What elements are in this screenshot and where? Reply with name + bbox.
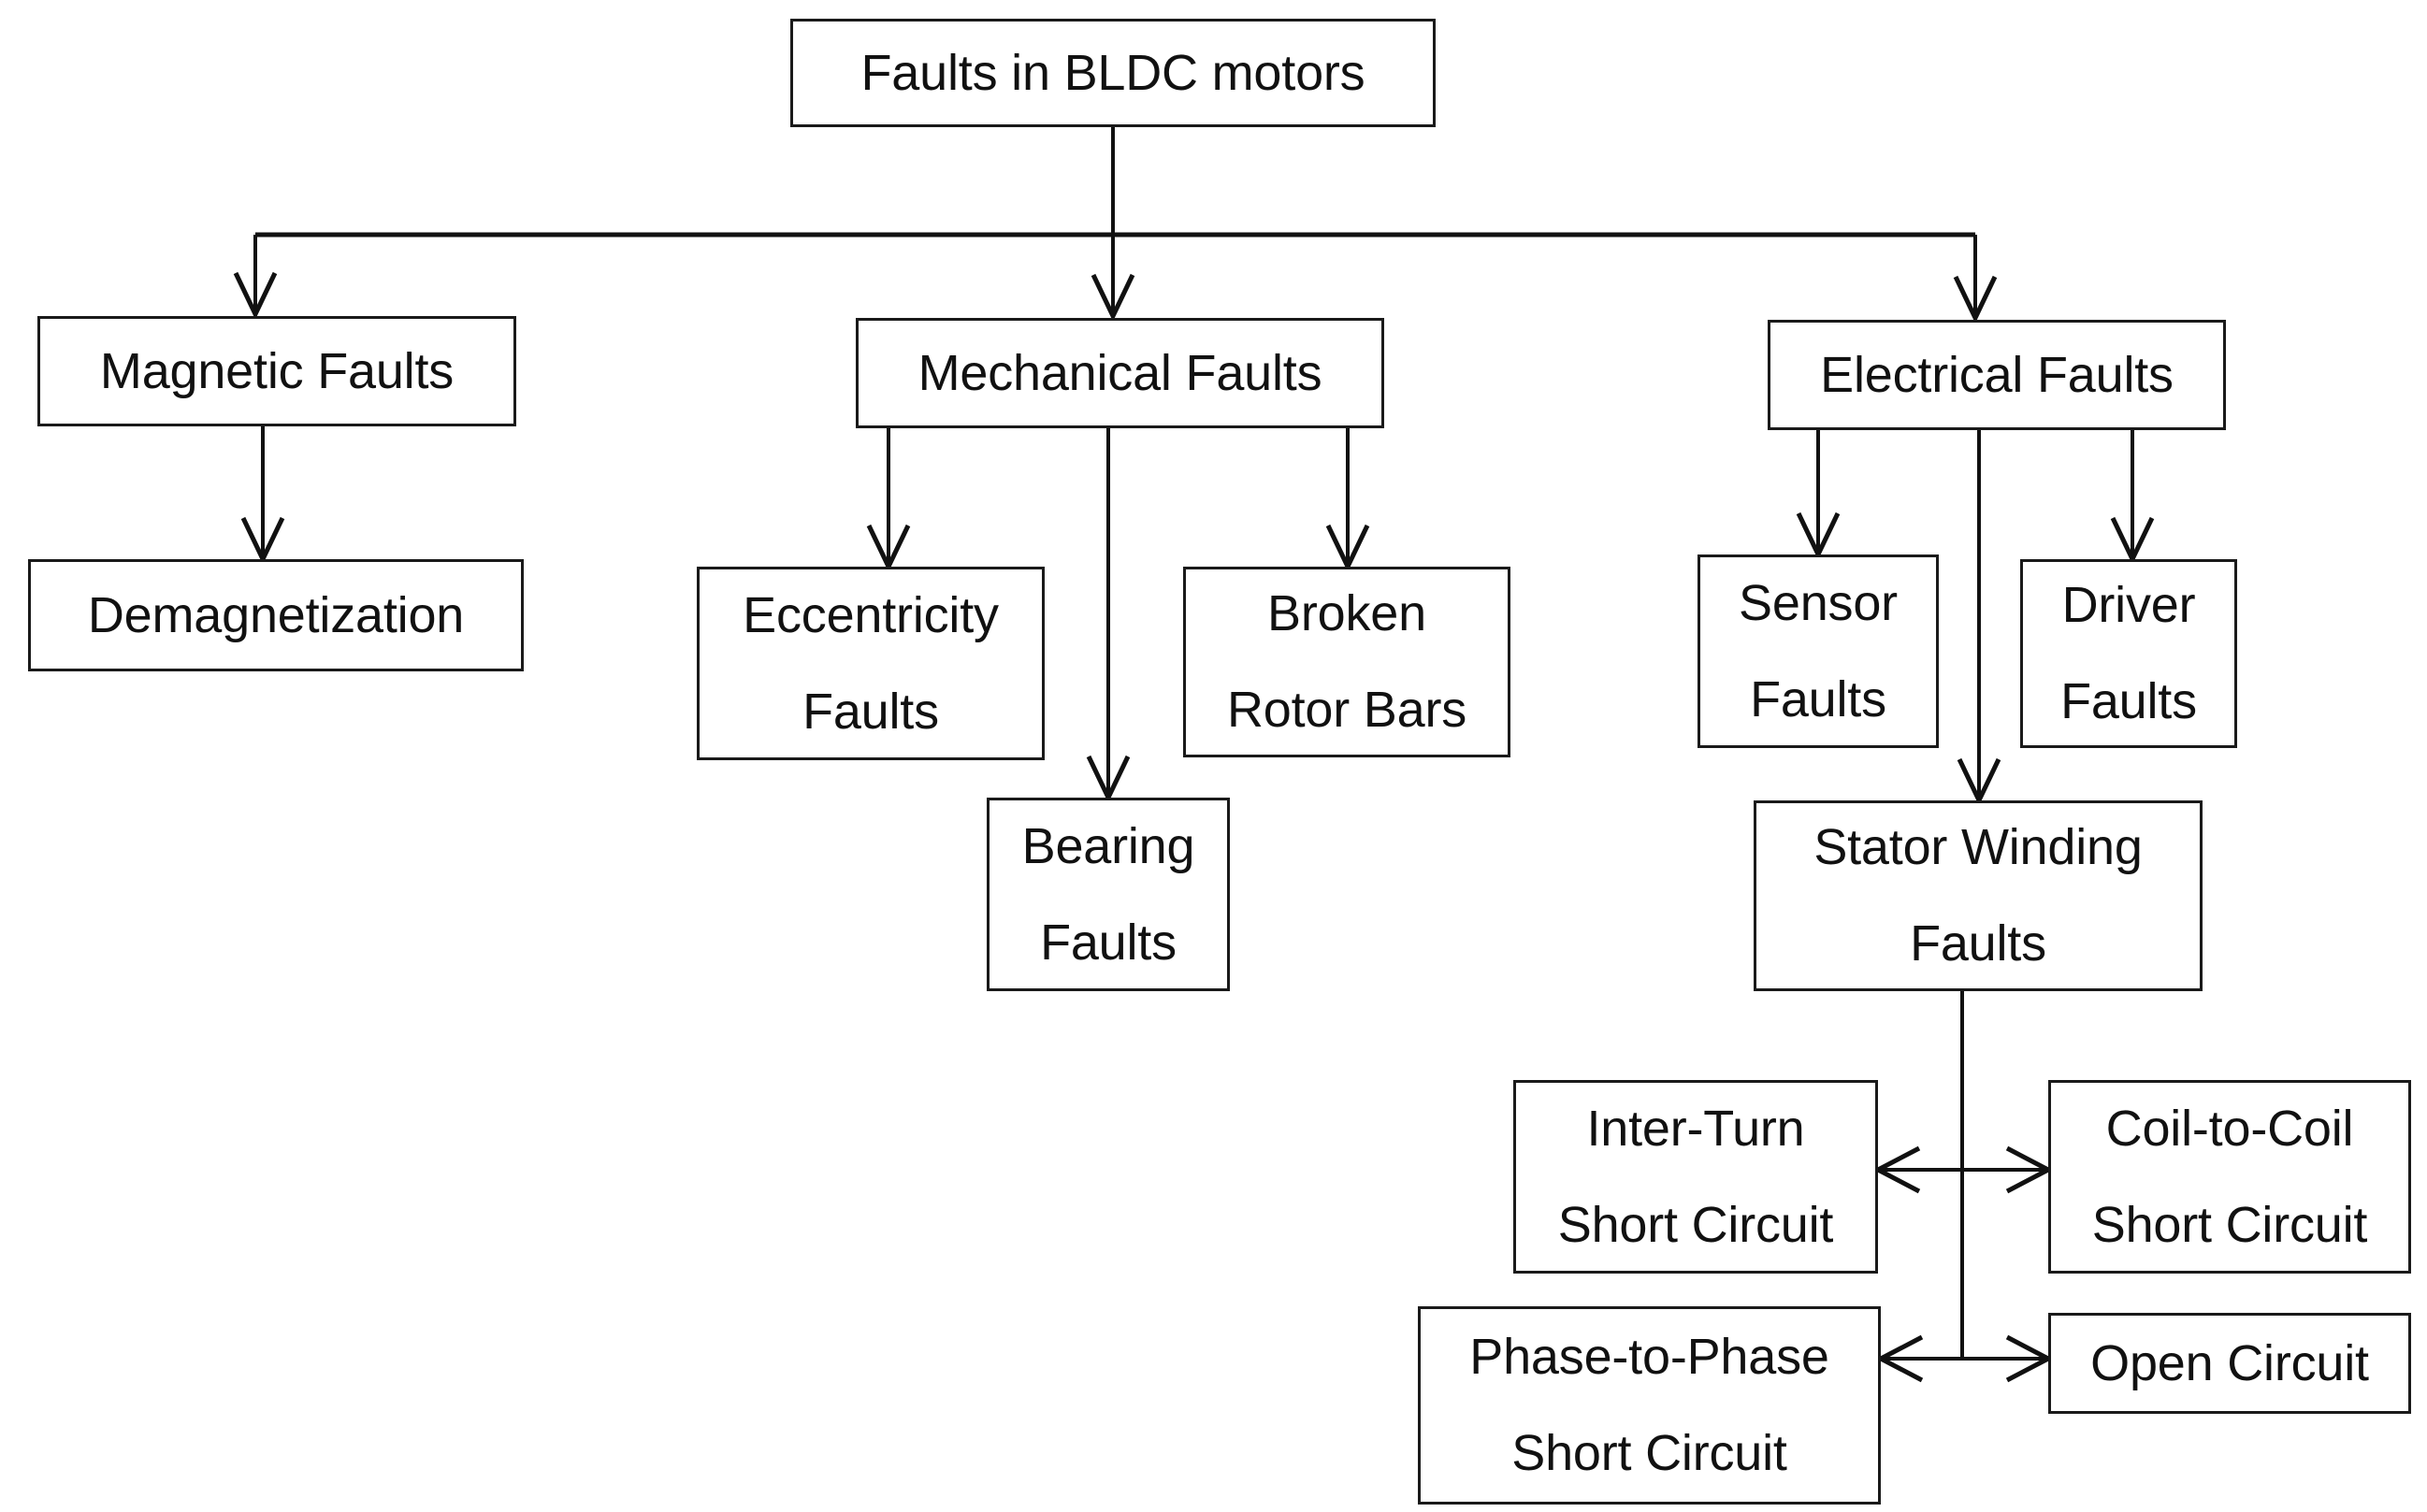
node-eccentricity-faults-label-line1: Eccentricity — [743, 586, 999, 643]
node-root-label: Faults in BLDC motors — [860, 44, 1365, 101]
node-broken-rotor-bars[interactable]: Broken Rotor Bars — [1183, 567, 1510, 757]
arrowhead-stator-winding — [1957, 757, 2001, 806]
arrowhead-phasetophase-left — [1875, 1334, 1924, 1383]
node-phase-to-phase-short-circuit-label-line2: Short Circuit — [1511, 1425, 1787, 1481]
node-demagnetization[interactable]: Demagnetization — [28, 559, 524, 671]
arrowhead-electrical — [1953, 275, 1998, 324]
node-sensor-faults-label-line1: Sensor — [1739, 574, 1898, 631]
node-broken-rotor-bars-label-line1: Broken — [1267, 585, 1426, 642]
arrowhead-eccentricity — [866, 524, 911, 572]
node-inter-turn-short-circuit-label-line2: Short Circuit — [1557, 1196, 1834, 1253]
node-eccentricity-faults[interactable]: Eccentricity Faults — [697, 567, 1045, 760]
arrowhead-demagnetization — [240, 516, 285, 565]
node-inter-turn-short-circuit-label-line1: Inter-Turn — [1586, 1100, 1805, 1157]
node-open-circuit-label: Open Circuit — [2090, 1334, 2369, 1391]
node-magnetic-faults-label: Magnetic Faults — [99, 342, 455, 399]
arrowhead-opencircuit-right — [2005, 1334, 2054, 1383]
arrowhead-driver — [2110, 516, 2155, 565]
node-eccentricity-faults-label-line2: Faults — [802, 683, 939, 740]
arrowhead-mechanical — [1091, 273, 1135, 322]
node-phase-to-phase-short-circuit-label-line1: Phase-to-Phase — [1469, 1329, 1829, 1386]
arrowhead-magnetic — [233, 271, 278, 320]
node-driver-faults-label-line1: Driver — [2061, 577, 2196, 634]
node-bearing-faults-label-line1: Bearing — [1021, 817, 1195, 874]
arrowhead-broken-rotor-bars — [1325, 524, 1370, 572]
node-coil-to-coil-short-circuit-label-line2: Short Circuit — [2091, 1196, 2368, 1253]
node-bearing-faults[interactable]: Bearing Faults — [987, 798, 1230, 991]
node-broken-rotor-bars-label-line2: Rotor Bars — [1226, 682, 1467, 738]
node-root[interactable]: Faults in BLDC motors — [790, 19, 1436, 127]
node-sensor-faults-label-line2: Faults — [1750, 670, 1886, 727]
node-stator-winding-faults-label-line2: Faults — [1910, 915, 2046, 972]
node-electrical-faults-label: Electrical Faults — [1820, 346, 2174, 403]
node-mechanical-faults-label: Mechanical Faults — [917, 344, 1322, 401]
node-inter-turn-short-circuit[interactable]: Inter-Turn Short Circuit — [1513, 1080, 1878, 1274]
arrowhead-bearing — [1086, 755, 1131, 803]
node-coil-to-coil-short-circuit-label-line1: Coil-to-Coil — [2105, 1100, 2354, 1157]
arrowhead-sensor — [1796, 511, 1841, 560]
node-open-circuit[interactable]: Open Circuit — [2048, 1313, 2411, 1414]
node-mechanical-faults[interactable]: Mechanical Faults — [856, 318, 1384, 428]
node-magnetic-faults[interactable]: Magnetic Faults — [37, 316, 516, 426]
node-bearing-faults-label-line2: Faults — [1040, 914, 1177, 971]
node-electrical-faults[interactable]: Electrical Faults — [1768, 320, 2226, 430]
node-demagnetization-label: Demagnetization — [87, 586, 465, 643]
node-phase-to-phase-short-circuit[interactable]: Phase-to-Phase Short Circuit — [1418, 1306, 1881, 1505]
node-coil-to-coil-short-circuit[interactable]: Coil-to-Coil Short Circuit — [2048, 1080, 2411, 1274]
arrowhead-coiltocoil-right — [2005, 1145, 2054, 1194]
arrowhead-interturn-left — [1872, 1145, 1921, 1194]
node-driver-faults-label-line2: Faults — [2060, 673, 2197, 729]
node-stator-winding-faults-label-line1: Stator Winding — [1813, 819, 2143, 876]
node-driver-faults[interactable]: Driver Faults — [2020, 559, 2237, 748]
node-sensor-faults[interactable]: Sensor Faults — [1697, 554, 1939, 748]
node-stator-winding-faults[interactable]: Stator Winding Faults — [1754, 800, 2203, 991]
